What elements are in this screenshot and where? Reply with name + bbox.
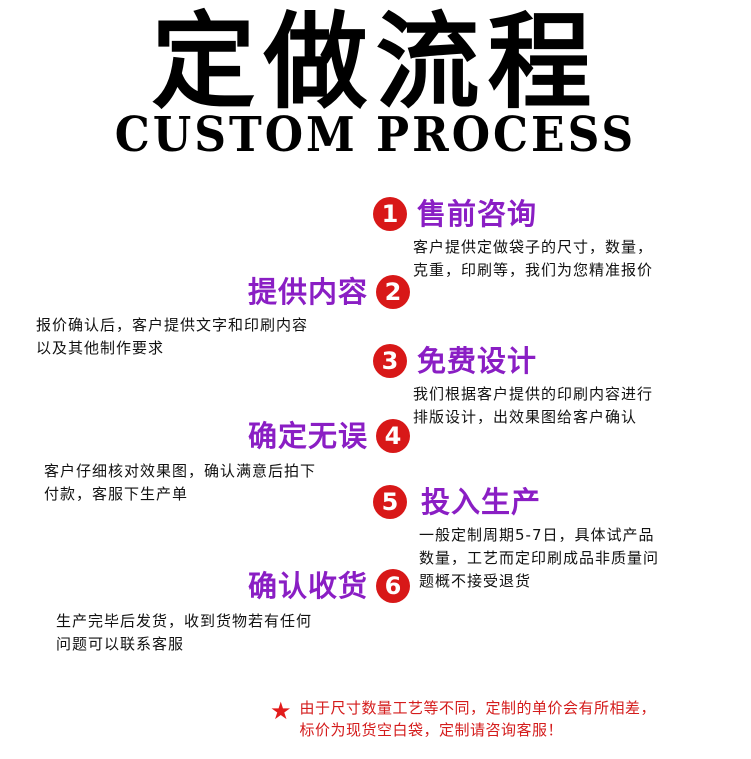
step-label: 投入生产 (421, 485, 542, 519)
desc-line: 报价确认后，客户提供文字和印刷内容 (36, 316, 309, 334)
desc-line: 排版设计，出效果图给客户确认 (413, 408, 638, 426)
page-title-cn: 定做流程 (151, 1, 600, 123)
step-label: 免费设计 (417, 344, 538, 378)
pricing-note: ★ 由于尺寸数量工艺等不同，定制的单价会有所相差， 标价为现货空白袋，定制请咨询… (270, 697, 656, 741)
desc-line: 付款，客服下生产单 (44, 485, 189, 503)
step-4-heading: 确定无误 4 (180, 416, 410, 456)
desc-line: 生产完毕后发货，收到货物若有任何 (56, 612, 313, 630)
desc-line: 以及其他制作要求 (36, 339, 165, 357)
step-1-heading: 1 售前咨询 (373, 194, 537, 234)
step-6-heading: 确认收货 6 (180, 566, 410, 606)
note-line: 由于尺寸数量工艺等不同，定制的单价会有所相差， (299, 699, 657, 717)
desc-line: 我们根据客户提供的印刷内容进行 (413, 385, 654, 403)
desc-line: 客户仔细核对效果图，确认满意后拍下 (44, 462, 317, 480)
desc-line: 数量，工艺而定印刷成品非质量问 (419, 549, 660, 567)
step-2-heading: 提供内容 2 (180, 272, 410, 312)
desc-line: 题概不接受退货 (419, 572, 532, 590)
step-number-badge: 5 (373, 485, 407, 519)
desc-line: 一般定制周期5-7日，具体试产品 (419, 526, 655, 544)
step-number-badge: 6 (376, 569, 410, 603)
step-number-badge: 4 (376, 419, 410, 453)
step-3-heading: 3 免费设计 (373, 341, 537, 381)
step-5-description: 一般定制周期5-7日，具体试产品 数量，工艺而定印刷成品非质量问 题概不接受退货 (419, 524, 659, 593)
page-title-en: CUSTOM PROCESS (114, 107, 637, 163)
step-label: 提供内容 (247, 275, 368, 309)
desc-line: 克重，印刷等，我们为您精准报价 (413, 261, 654, 279)
desc-line: 问题可以联系客服 (56, 635, 185, 653)
note-line: 标价为现货空白袋，定制请咨询客服！ (299, 721, 564, 739)
step-2-description: 报价确认后，客户提供文字和印刷内容 以及其他制作要求 (36, 314, 308, 360)
step-number-badge: 1 (373, 197, 407, 231)
step-number-badge: 2 (376, 275, 410, 309)
step-1-description: 客户提供定做袋子的尺寸，数量， 克重，印刷等，我们为您精准报价 (413, 236, 653, 282)
step-label: 售前咨询 (417, 197, 538, 231)
step-3-description: 我们根据客户提供的印刷内容进行 排版设计，出效果图给客户确认 (413, 383, 653, 429)
step-label: 确定无误 (247, 419, 368, 453)
step-number-badge: 3 (373, 344, 407, 378)
star-icon: ★ (270, 697, 292, 725)
step-4-description: 客户仔细核对效果图，确认满意后拍下 付款，客服下生产单 (44, 460, 316, 506)
note-text: 由于尺寸数量工艺等不同，定制的单价会有所相差， 标价为现货空白袋，定制请咨询客服… (300, 697, 657, 741)
step-5-heading: 5 投入生产 (373, 482, 541, 522)
step-6-description: 生产完毕后发货，收到货物若有任何 问题可以联系客服 (56, 610, 312, 656)
step-label: 确认收货 (247, 569, 368, 603)
desc-line: 客户提供定做袋子的尺寸，数量， (413, 238, 654, 256)
